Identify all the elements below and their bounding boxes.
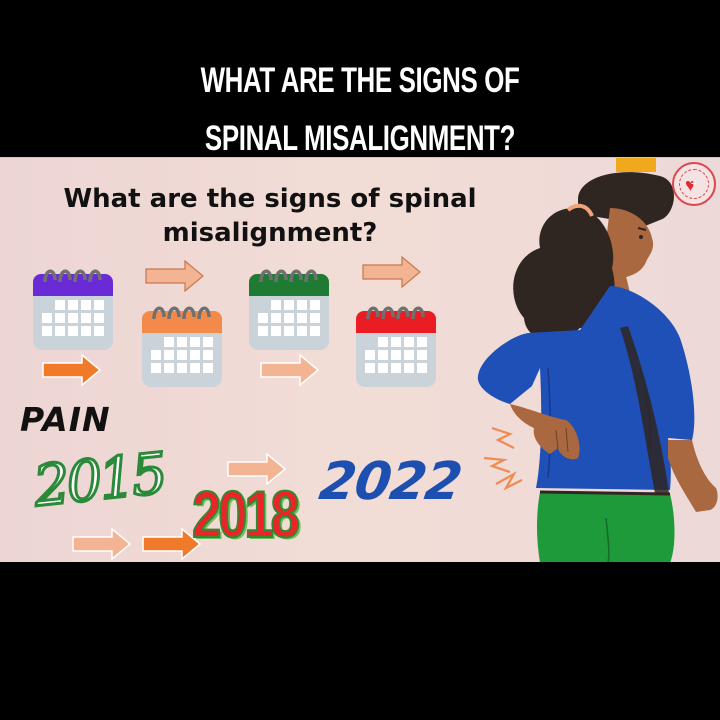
arrow-right-icon [260,354,320,386]
slide-title-line-2: misalignment? [162,218,378,248]
year-2015: 2015 [29,440,169,521]
pain-label: PAIN [20,400,111,439]
year-2022: 2022 [315,452,465,512]
arrow-right-icon [145,260,204,292]
calendar-green-icon [249,262,329,350]
video-caption: WHAT ARE THE SIGNS OF SPINAL MISALIGNMEN… [94,52,627,168]
woman-back-pain-icon [477,158,718,562]
arrow-right-icon [42,354,102,386]
arrow-right-icon [227,453,287,485]
calendar-purple-icon [33,262,113,350]
caption-line-2: SPINAL MISALIGNMENT? [204,119,516,158]
calendar-red-icon [356,299,436,387]
arrow-right-icon [362,256,421,288]
slide-title: What are the signs of spinal misalignmen… [40,182,500,250]
slide-title-line-1: What are the signs of spinal [63,184,477,214]
heart-cross-logo-icon: ♥ + [672,162,716,206]
arrow-right-icon [142,528,202,560]
slide-frame: What are the signs of spinal misalignmen… [0,157,720,562]
calendar-orange-icon [142,299,222,387]
caption-line-1: WHAT ARE THE SIGNS OF [200,61,520,100]
year-2018: 2018 [191,476,300,552]
arrow-right-icon [72,528,132,560]
